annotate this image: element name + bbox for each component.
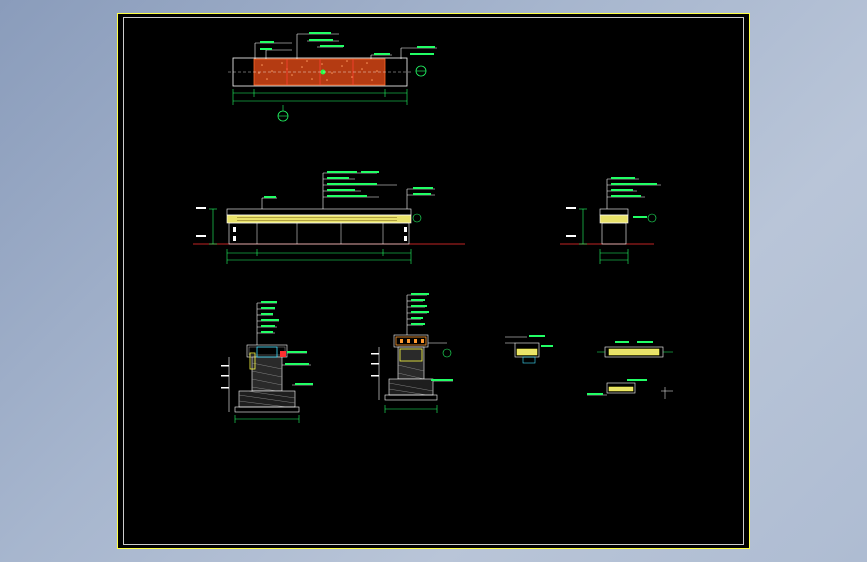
cad-drawing-canvas bbox=[117, 13, 750, 549]
plan-view bbox=[228, 32, 437, 122]
bench-top bbox=[226, 214, 412, 224]
side-elevation bbox=[560, 177, 661, 264]
small-detail-b bbox=[597, 341, 673, 358]
detail-marker-icon bbox=[412, 213, 422, 223]
detail-marker-icon bbox=[647, 213, 657, 223]
small-detail-c bbox=[587, 379, 673, 399]
detail-marker-icon bbox=[442, 348, 452, 358]
front-elevation bbox=[193, 171, 465, 264]
outer-frame bbox=[117, 13, 750, 549]
section-detail-2 bbox=[371, 293, 453, 413]
section-detail-1 bbox=[221, 301, 313, 423]
cad-drawing-sheet bbox=[117, 13, 750, 549]
inner-frame bbox=[123, 17, 744, 545]
small-detail-a bbox=[505, 335, 553, 364]
